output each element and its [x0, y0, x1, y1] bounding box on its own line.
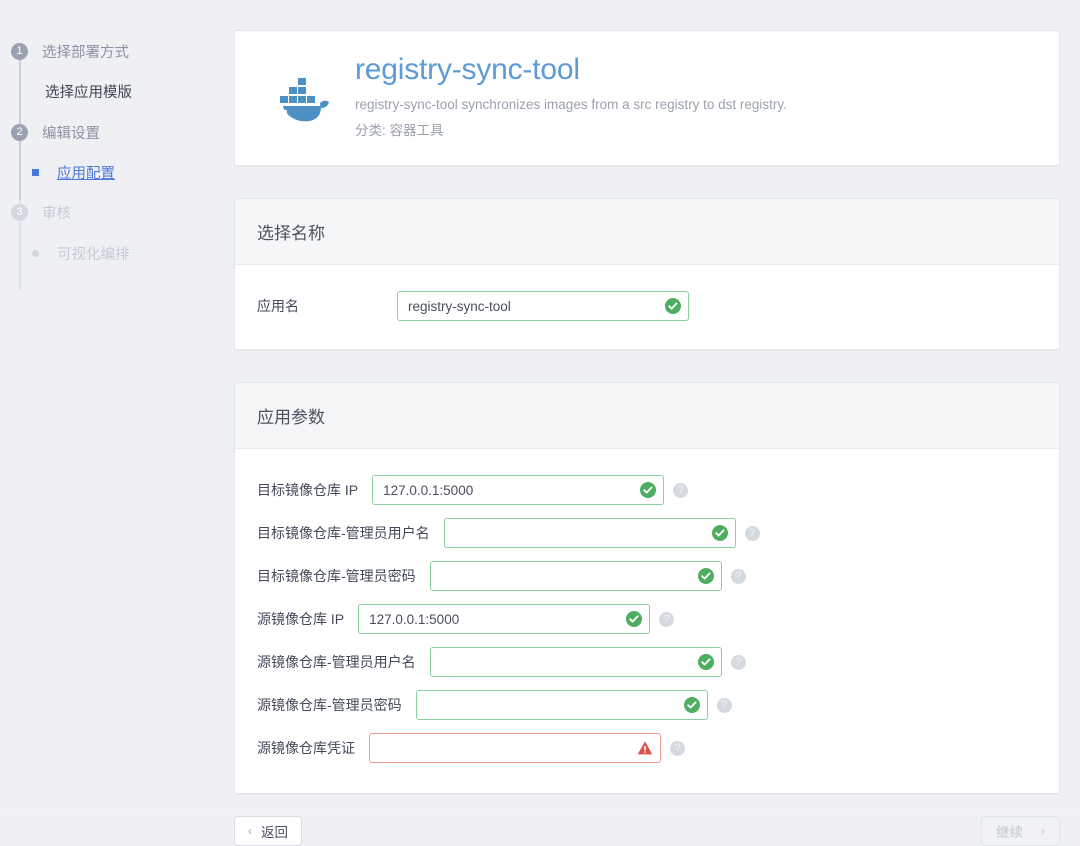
substep-label-app-config[interactable]: 应用配置 [57, 166, 115, 182]
param-label-0: 目标镜像仓库 IP [257, 482, 359, 498]
next-button[interactable]: 继续 › [981, 816, 1060, 846]
param-label-1: 目标镜像仓库-管理员用户名 [257, 525, 430, 541]
param-input-3[interactable] [358, 604, 651, 634]
param-field-wrap-1 [443, 518, 736, 548]
param-field-wrap-3 [358, 604, 651, 634]
param-field-wrap-6 [369, 733, 661, 763]
param-label-2: 目标镜像仓库-管理员密码 [257, 568, 416, 584]
back-button[interactable]: ‹ 返回 [234, 816, 302, 846]
question-circle-icon[interactable]: ? [673, 482, 689, 498]
wizard-sidebar: 1 选择部署方式 选择应用模版 2 编辑设置 应用配置 3 审核 可视化编排 [0, 0, 234, 816]
app-name-input[interactable] [397, 291, 689, 321]
name-section-heading: 选择名称 [235, 199, 1059, 265]
check-circle-icon [665, 298, 681, 314]
question-circle-icon[interactable]: ? [659, 611, 675, 627]
question-circle-icon[interactable]: ? [716, 697, 732, 713]
param-label-3: 源镜像仓库 IP [257, 611, 345, 627]
check-circle-icon [711, 525, 728, 541]
form-row: 应用名 [257, 291, 1037, 321]
params-form: 目标镜像仓库 IP?目标镜像仓库-管理员用户名?目标镜像仓库-管理员密码?源镜像… [257, 475, 1037, 763]
substep-label-visual-orchestration: 可视化编排 [57, 247, 130, 263]
param-field-wrap-4 [429, 647, 722, 677]
wizard-substep-select-template[interactable]: 选择应用模版 [17, 81, 132, 102]
docker-whale-icon [257, 55, 345, 125]
name-section-card: 选择名称 应用名 [234, 198, 1060, 350]
back-button-label: 返回 [261, 825, 288, 840]
wizard-step-3[interactable]: 3 审核 [0, 202, 71, 223]
param-input-5[interactable] [415, 690, 708, 720]
form-row: 目标镜像仓库-管理员密码? [257, 561, 1037, 591]
next-button-label: 继续 [996, 825, 1023, 840]
form-row: 目标镜像仓库 IP? [257, 475, 1037, 505]
check-circle-icon [626, 611, 643, 627]
param-label-5: 源镜像仓库-管理员密码 [257, 697, 402, 713]
params-section-card: 应用参数 目标镜像仓库 IP?目标镜像仓库-管理员用户名?目标镜像仓库-管理员密… [234, 382, 1060, 794]
warning-triangle-icon [637, 740, 653, 756]
name-section-body: 应用名 [235, 265, 1059, 349]
form-row: 源镜像仓库-管理员用户名? [257, 647, 1037, 677]
form-row: 目标镜像仓库-管理员用户名? [257, 518, 1037, 548]
app-header-card: registry-sync-tool registry-sync-tool sy… [234, 30, 1060, 166]
step-marker-1: 1 [11, 43, 28, 60]
wizard-footer: ‹ 返回 继续 › [234, 816, 1060, 846]
param-input-6[interactable] [369, 733, 661, 763]
substep-pending-dot [32, 250, 39, 257]
param-input-0[interactable] [372, 475, 665, 505]
app-title: registry-sync-tool [355, 53, 580, 86]
step-marker-3: 3 [11, 204, 28, 221]
app-name-field-wrap [397, 291, 689, 321]
form-row: 源镜像仓库-管理员密码? [257, 690, 1037, 720]
param-label-6: 源镜像仓库凭证 [257, 740, 355, 756]
params-section-heading: 应用参数 [235, 383, 1059, 449]
step-marker-2: 2 [11, 124, 28, 141]
params-section-body: 目标镜像仓库 IP?目标镜像仓库-管理员用户名?目标镜像仓库-管理员密码?源镜像… [235, 449, 1059, 793]
main-content: registry-sync-tool registry-sync-tool sy… [234, 0, 1080, 846]
chevron-right-icon: › [1041, 824, 1045, 838]
question-circle-icon[interactable]: ? [670, 740, 685, 756]
substep-label-select-template: 选择应用模版 [45, 85, 132, 101]
step-label-2: 编辑设置 [42, 126, 100, 142]
check-circle-icon [697, 654, 714, 670]
question-circle-icon[interactable]: ? [730, 654, 746, 670]
wizard-substep-visual-orchestration[interactable]: 可视化编排 [16, 243, 130, 264]
app-description: registry-sync-tool synchronizes images f… [355, 97, 787, 112]
param-input-2[interactable] [429, 561, 722, 591]
page-bottom-strip [0, 806, 1080, 816]
form-row: 源镜像仓库凭证? [257, 733, 1037, 763]
wizard-step-1[interactable]: 1 选择部署方式 [0, 41, 129, 62]
param-input-4[interactable] [429, 647, 722, 677]
param-field-wrap-2 [429, 561, 722, 591]
question-circle-icon[interactable]: ? [744, 525, 760, 541]
app-info: registry-sync-tool registry-sync-tool sy… [345, 55, 787, 139]
app-category: 分类: 容器工具 [355, 123, 444, 138]
param-field-wrap-5 [415, 690, 708, 720]
question-circle-icon[interactable]: ? [730, 568, 746, 584]
wizard-substep-app-config[interactable]: 应用配置 [16, 162, 115, 183]
check-circle-icon [697, 568, 714, 584]
step-label-3: 审核 [42, 206, 71, 222]
param-input-1[interactable] [443, 518, 736, 548]
check-circle-icon [683, 697, 700, 713]
app-name-label: 应用名 [257, 298, 299, 314]
chevron-left-icon: ‹ [248, 824, 252, 838]
param-field-wrap-0 [372, 475, 665, 505]
form-row: 源镜像仓库 IP? [257, 604, 1037, 634]
step-label-1: 选择部署方式 [42, 45, 129, 61]
wizard-step-2[interactable]: 2 编辑设置 [0, 122, 100, 143]
param-label-4: 源镜像仓库-管理员用户名 [257, 654, 416, 670]
substep-active-dot [32, 169, 39, 176]
wizard-connector-line [19, 52, 21, 252]
check-circle-icon [640, 482, 657, 498]
